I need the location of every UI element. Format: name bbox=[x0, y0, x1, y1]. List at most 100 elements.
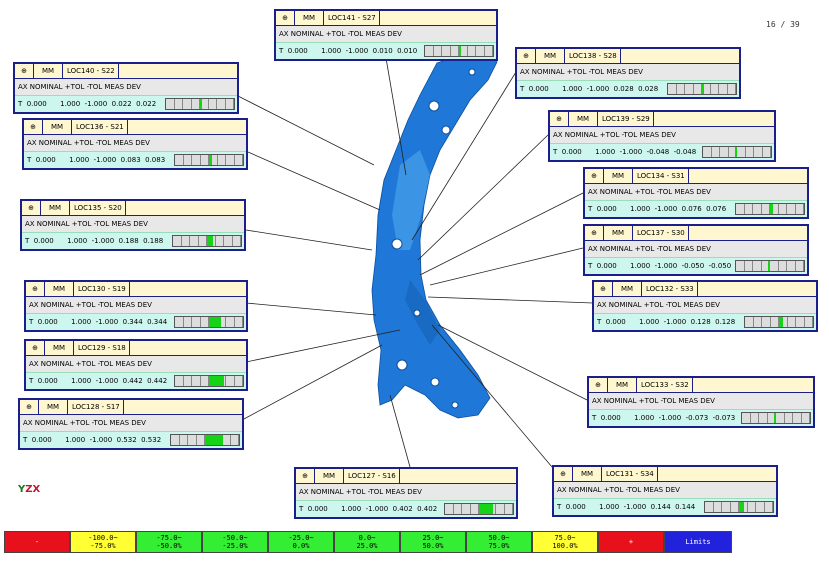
measurement-values: T 0.000 1.000 -1.000 -0.048 -0.048 bbox=[553, 147, 697, 156]
crosshair-icon: ⊕ bbox=[296, 469, 315, 483]
unit-label: MM bbox=[604, 169, 633, 183]
point-name: LOC130 - S19 bbox=[74, 282, 130, 296]
unit-label: MM bbox=[43, 120, 72, 134]
measurement-row: T 0.000 1.000 -1.000 0.442 0.442 bbox=[26, 373, 246, 389]
bracket-part-shape bbox=[371, 55, 498, 419]
callout-loc129: ⊕ MM LOC129 - S18 AX NOMINAL +TOL -TOL M… bbox=[24, 339, 248, 391]
unit-label: MM bbox=[536, 49, 565, 63]
leader-loc134 bbox=[419, 192, 584, 276]
point-name: LOC134 - S31 bbox=[633, 169, 689, 183]
point-name: LOC140 - S22 bbox=[63, 64, 119, 78]
measurement-values: T 0.000 1.000 -1.000 0.010 0.010 bbox=[279, 46, 418, 55]
unit-label: MM bbox=[39, 400, 68, 414]
point-name: LOC137 - S30 bbox=[633, 226, 689, 240]
measurement-row: T 0.000 1.000 -1.000 0.144 0.144 bbox=[554, 499, 776, 515]
gauge-fill bbox=[459, 46, 461, 56]
legend-segment: -25.0~ 0.0% bbox=[268, 531, 334, 553]
measurement-values: T 0.000 1.000 -1.000 0.442 0.442 bbox=[29, 376, 168, 385]
gauge-fill bbox=[479, 504, 493, 514]
gauge-fill bbox=[209, 376, 225, 386]
deviation-gauge bbox=[174, 154, 244, 166]
callout-header: ⊕ MM LOC138 - S28 bbox=[517, 49, 739, 64]
measurement-values: T 0.000 1.000 -1.000 0.128 0.128 bbox=[597, 317, 736, 326]
unit-label: MM bbox=[41, 201, 70, 215]
callout-loc134: ⊕ MM LOC134 - S31 AX NOMINAL +TOL -TOL M… bbox=[583, 167, 809, 219]
callout-header: ⊕ MM LOC130 - S19 bbox=[26, 282, 246, 297]
crosshair-icon: ⊕ bbox=[276, 11, 295, 25]
measurement-values: T 0.000 1.000 -1.000 0.076 0.076 bbox=[588, 204, 727, 213]
deviation-color-legend: --100.0~ -75.0%-75.0~ -50.0%-50.0~ -25.0… bbox=[4, 531, 732, 553]
point-name: LOC139 - S29 bbox=[598, 112, 654, 126]
leader-loc129 bbox=[245, 329, 401, 363]
measurement-values: T 0.000 1.000 -1.000 0.144 0.144 bbox=[557, 502, 696, 511]
gauge-fill bbox=[773, 413, 776, 423]
column-header-row: AX NOMINAL +TOL -TOL MEAS DEV bbox=[296, 484, 516, 501]
measurement-row: T 0.000 1.000 -1.000 0.402 0.402 bbox=[296, 501, 516, 517]
deviation-gauge bbox=[744, 316, 814, 328]
legend-segment: 25.0~ 50.0% bbox=[400, 531, 466, 553]
gauge-fill bbox=[209, 317, 221, 327]
deviation-gauge bbox=[424, 45, 494, 57]
deviation-gauge bbox=[444, 503, 514, 515]
unit-label: MM bbox=[604, 226, 633, 240]
deviation-gauge bbox=[741, 412, 811, 424]
callout-loc136: ⊕ MM LOC136 - S21 AX NOMINAL +TOL -TOL M… bbox=[22, 118, 248, 170]
deviation-gauge bbox=[170, 434, 240, 446]
legend-segment: Limits bbox=[664, 531, 732, 553]
callout-header: ⊕ MM LOC135 - S20 bbox=[22, 201, 244, 216]
deviation-gauge bbox=[174, 375, 244, 387]
crosshair-icon: ⊕ bbox=[517, 49, 536, 63]
leader-loc140 bbox=[237, 95, 375, 166]
deviation-gauge bbox=[704, 501, 774, 513]
leader-loc141 bbox=[385, 57, 407, 176]
measurement-values: T 0.000 1.000 -1.000 0.532 0.532 bbox=[23, 435, 162, 444]
callout-loc131: ⊕ MM LOC131 - S34 AX NOMINAL +TOL -TOL M… bbox=[552, 465, 778, 517]
callout-loc130: ⊕ MM LOC130 - S19 AX NOMINAL +TOL -TOL M… bbox=[24, 280, 248, 332]
crosshair-icon: ⊕ bbox=[26, 282, 45, 296]
unit-label: MM bbox=[608, 378, 637, 392]
point-name: LOC136 - S21 bbox=[72, 120, 128, 134]
leader-loc139 bbox=[417, 134, 549, 261]
column-header-row: AX NOMINAL +TOL -TOL MEAS DEV bbox=[276, 26, 496, 43]
deviation-gauge bbox=[667, 83, 737, 95]
crosshair-icon: ⊕ bbox=[589, 378, 608, 392]
legend-segment: -100.0~ -75.0% bbox=[70, 531, 136, 553]
deviation-gauge bbox=[165, 98, 235, 110]
measurement-row: T 0.000 1.000 -1.000 0.010 0.010 bbox=[276, 43, 496, 59]
unit-label: MM bbox=[613, 282, 642, 296]
page-number: 16 / 39 bbox=[766, 20, 800, 29]
unit-label: MM bbox=[45, 282, 74, 296]
legend-segment: 50.0~ 75.0% bbox=[466, 531, 532, 553]
leader-loc138 bbox=[411, 71, 517, 241]
unit-label: MM bbox=[315, 469, 344, 483]
callout-loc132: ⊕ MM LOC132 - S33 AX NOMINAL +TOL -TOL M… bbox=[592, 280, 818, 332]
callout-header: ⊕ MM LOC136 - S21 bbox=[24, 120, 246, 135]
measurement-values: T 0.000 1.000 -1.000 0.028 0.028 bbox=[520, 84, 659, 93]
axis-z-label: Z bbox=[25, 484, 33, 495]
crosshair-icon: ⊕ bbox=[15, 64, 34, 78]
callout-header: ⊕ MM LOC132 - S33 bbox=[594, 282, 816, 297]
measurement-values: T 0.000 1.000 -1.000 0.344 0.344 bbox=[29, 317, 168, 326]
gauge-fill bbox=[702, 84, 704, 94]
measurement-row: T 0.000 1.000 -1.000 0.344 0.344 bbox=[26, 314, 246, 330]
point-name: LOC129 - S18 bbox=[74, 341, 130, 355]
point-name: LOC132 - S33 bbox=[642, 282, 698, 296]
point-name: LOC141 - S27 bbox=[324, 11, 380, 25]
measurement-values: T 0.000 1.000 -1.000 0.188 0.188 bbox=[25, 236, 164, 245]
callout-loc133: ⊕ MM LOC133 - S32 AX NOMINAL +TOL -TOL M… bbox=[587, 376, 815, 428]
measurement-row: T 0.000 1.000 -1.000 0.083 0.083 bbox=[24, 152, 246, 168]
unit-label: MM bbox=[34, 64, 63, 78]
measurement-row: T 0.000 1.000 -1.000 -0.050 -0.050 bbox=[585, 258, 807, 274]
gauge-fill bbox=[779, 317, 784, 327]
leader-loc130 bbox=[245, 302, 377, 316]
column-header-row: AX NOMINAL +TOL -TOL MEAS DEV bbox=[20, 415, 242, 432]
column-header-row: AX NOMINAL +TOL -TOL MEAS DEV bbox=[26, 356, 246, 373]
crosshair-icon: ⊕ bbox=[550, 112, 569, 126]
crosshair-icon: ⊕ bbox=[24, 120, 43, 134]
crosshair-icon: ⊕ bbox=[585, 226, 604, 240]
deviation-gauge bbox=[702, 146, 772, 158]
measurement-row: T 0.000 1.000 -1.000 -0.073 -0.073 bbox=[589, 410, 813, 426]
callout-loc140: ⊕ MM LOC140 - S22 AX NOMINAL +TOL -TOL M… bbox=[13, 62, 239, 114]
unit-label: MM bbox=[45, 341, 74, 355]
gauge-fill bbox=[768, 261, 770, 271]
